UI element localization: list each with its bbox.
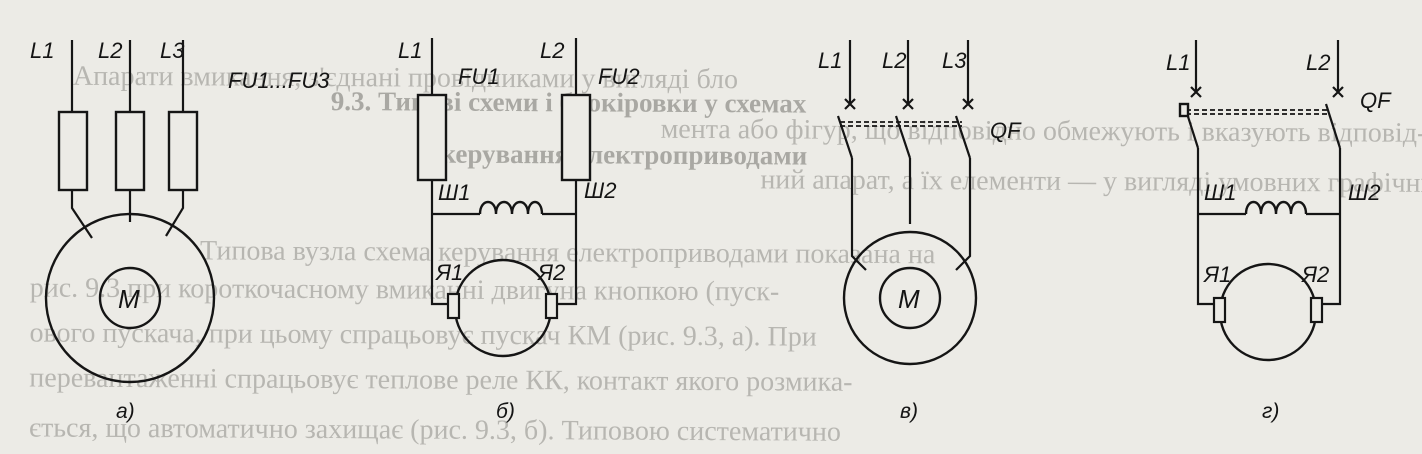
bg-text-line: рис. 9.3 при короткочасному вмиканні дви…: [30, 272, 780, 307]
terminal-sh2: Ш2: [1348, 180, 1380, 205]
field-winding-coil: [1244, 200, 1308, 215]
phase-label-l1: L1: [1166, 50, 1190, 75]
phase-label-l3: L3: [160, 38, 185, 63]
phase-label-l2: L2: [1306, 50, 1330, 75]
motor-stator: [44, 212, 216, 384]
terminal-ya1: Я1: [1203, 262, 1231, 287]
motor-rotor: [98, 266, 162, 330]
wire-l1: [850, 158, 867, 271]
brush-left: [446, 292, 461, 320]
breaker-label: QF: [1360, 88, 1392, 113]
motor-rotor: [878, 266, 942, 330]
fuse-fu1: [416, 93, 448, 182]
phase-label-l2: L2: [98, 38, 122, 63]
wire-left: [1196, 148, 1216, 306]
breaker-label: QF: [990, 118, 1022, 143]
wire-l3: [165, 40, 185, 237]
background-text: Апарати вмикання, з'єднані провідниками …: [29, 61, 1422, 448]
wire-l3: [955, 158, 972, 271]
bg-text-line: Типова вузла схема керування електроприв…: [200, 235, 936, 270]
brush-left: [1212, 296, 1227, 324]
fuse-fu3: [167, 110, 199, 192]
wire-right: [1320, 148, 1342, 306]
field-winding-coil: [478, 200, 544, 215]
wire-right: [556, 38, 578, 306]
breaker-fixed-contacts: [1190, 86, 1344, 98]
terminal-sh2: Ш2: [584, 178, 616, 203]
phase-label-l3: L3: [942, 48, 967, 73]
terminal-sh1: Ш1: [1204, 180, 1236, 205]
fuse-label-fu2: FU2: [598, 64, 640, 89]
terminal-ya2: Я2: [537, 260, 565, 285]
fuse-fu2: [114, 110, 146, 192]
phase-label-l1: L1: [30, 38, 54, 63]
brush-right: [1309, 296, 1324, 324]
diagram-v: L1 L2 L3 QF M в): [818, 40, 1022, 423]
caption-v: в): [900, 400, 918, 423]
bg-text-line: перевантаженні спрацьовує теплове реле К…: [29, 362, 852, 397]
fuse-label: FU1...FU3: [228, 68, 330, 93]
breaker-linkage: [840, 121, 962, 127]
breaker-latch: [1178, 102, 1190, 118]
motor-stator: [842, 230, 978, 366]
diagram-b: L1 L2 FU1 FU2 Ш1 Ш2 Я1 Я2 б): [398, 38, 640, 423]
dc-armature: [1218, 262, 1318, 362]
bg-text-line: ється, що автоматично захищає (рис. 9.3,…: [29, 412, 841, 447]
bg-text-line: ний апарат, а їх елементи — у вигляді ум…: [760, 164, 1422, 199]
brush-right: [544, 292, 559, 320]
breaker-blades: [836, 115, 972, 159]
fuse-fu2: [560, 93, 592, 182]
fuse-label-fu1: FU1: [458, 64, 500, 89]
caption-a: а): [116, 400, 135, 423]
bg-heading: керування електроприводами: [440, 139, 807, 171]
phase-label-l2: L2: [540, 38, 564, 63]
wire-left: [430, 38, 450, 306]
caption-g: г): [1262, 400, 1279, 423]
breaker-linkage: [1186, 109, 1330, 115]
terminal-ya1: Я1: [435, 260, 463, 285]
phase-label-l1: L1: [818, 48, 842, 73]
diagram-g: L1 L2 QF Ш1 Ш2 Я1 Я2 г): [1166, 40, 1392, 423]
motor-label: M: [898, 284, 920, 314]
motor-label: M: [118, 284, 140, 314]
bg-text-line: ового пускача, при цьому спрацьовує пуск…: [29, 317, 816, 352]
terminal-sh1: Ш1: [438, 180, 470, 205]
bg-text-line: мента або фігур, що відповідно обмежують…: [661, 114, 1422, 149]
caption-b: б): [496, 400, 515, 423]
phase-label-l1: L1: [398, 38, 422, 63]
diagram-a: L1 L2 L3 FU1...FU3 M а): [30, 38, 330, 423]
breaker-fixed-contacts: [844, 98, 974, 110]
phase-label-l2: L2: [882, 48, 906, 73]
fuse-fu1: [57, 110, 89, 192]
